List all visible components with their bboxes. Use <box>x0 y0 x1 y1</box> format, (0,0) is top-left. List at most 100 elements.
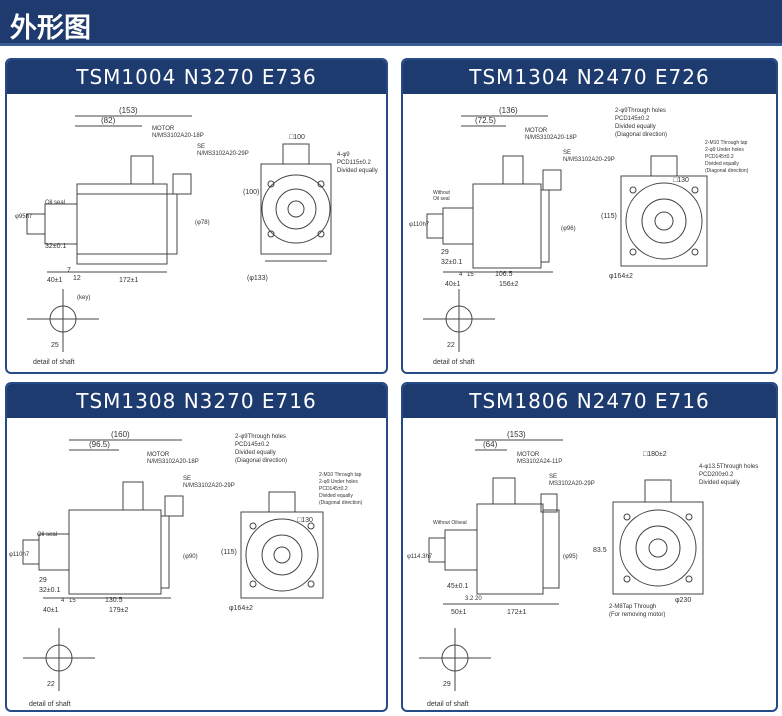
se-connector: MS3102A20-29P <box>549 481 595 487</box>
dim-flange: 7 <box>67 267 71 274</box>
motor-connector: N/MS3102A20-18P <box>147 459 199 465</box>
motor-drawing-tsm1308: (160) (96.5) MOTOR N/MS3102A20-18P SE N/… <box>9 430 363 708</box>
dim-length: 156±2 <box>499 281 519 288</box>
dim-holes: 4-φ13.5Through holes <box>699 464 758 470</box>
dim-overall: (153) <box>119 106 138 115</box>
dim-shaft-dia: φ95h7 <box>15 214 33 220</box>
dim-square: □100 <box>289 134 305 141</box>
panel-title: TSM1304 N2470 E726 <box>403 60 776 94</box>
dim-square: □130 <box>673 177 689 184</box>
dim-under: 2-φ9 Under holes <box>705 147 744 153</box>
dim-pcd: PCD145±0.2 <box>235 442 270 448</box>
panel-tsm1806: TSM1806 N2470 E716 (153) (64) MOTO <box>401 382 778 712</box>
dim-f2: 20 <box>475 596 482 602</box>
dim-overall: (160) <box>111 430 130 439</box>
dim-key-len: 45±0.1 <box>447 583 468 590</box>
dim-shaft-w: 22 <box>447 342 455 349</box>
drawing-area: (153) (82) MOTOR N/MS3102A20-18P SE N/MS… <box>7 94 386 372</box>
dim-holes: 2-φ9Through holes <box>235 434 286 440</box>
dim-f1: 4 <box>459 272 463 278</box>
dim-diagonal: (Diagonal direction) <box>235 458 287 464</box>
dim-tap: 2-M8Tap Through <box>609 604 656 610</box>
se-label: SE <box>183 476 191 482</box>
se-label: SE <box>563 150 571 156</box>
detail-of-shaft: detail of shaft <box>427 701 469 708</box>
dim-pcd: PCD145±0.2 <box>615 116 650 122</box>
dim-under: 2-φ9 Under holes <box>319 479 358 485</box>
dim-divided2: Divided equally <box>319 493 353 499</box>
dim-shaft-w: 22 <box>47 681 55 688</box>
dim-shaft-dia: φ110h7 <box>409 222 430 228</box>
dim-shaft-len: 50±1 <box>451 609 467 616</box>
dim-shaft-dia: φ110h7 <box>9 552 30 558</box>
without-label: Without <box>433 190 451 196</box>
dim-pcd: PCD115±0.2 <box>337 160 372 166</box>
dim-height: (115) <box>601 213 617 220</box>
dim-body-len: 106.5 <box>495 271 513 278</box>
se-connector: N/MS3102A20-29P <box>183 483 235 489</box>
motor-label: MOTOR <box>152 126 175 132</box>
dim-diagonal: (Diagonal direction) <box>615 132 667 138</box>
dim-divided: Divided equally <box>235 450 276 456</box>
dim-right: (φ78) <box>195 220 210 226</box>
drawing-area: (136) (72.5) MOTOR N/MS3102A20-18P SE N/… <box>403 94 776 372</box>
detail-of-shaft: detail of shaft <box>33 359 75 366</box>
dim-height: (100) <box>243 189 259 196</box>
dim-square: □180±2 <box>643 451 667 458</box>
dim-length: 179±2 <box>109 607 129 614</box>
dim-key: 29 <box>441 249 449 256</box>
dim-f1: 3.2 <box>465 596 474 602</box>
dim-shaft-len: 40±1 <box>445 281 461 288</box>
detail-of-shaft: detail of shaft <box>29 701 71 708</box>
dim-removing: (For removing motor) <box>609 612 665 618</box>
dim-shaft-len: 40±1 <box>47 277 63 284</box>
oil-seal: Oil seal <box>37 532 57 538</box>
panel-tsm1004: TSM1004 N3270 E736 (153) <box>5 58 388 374</box>
dim-f2: 15 <box>467 272 474 278</box>
dim-body: (96.5) <box>89 440 110 449</box>
panel-title: TSM1308 N3270 E716 <box>7 384 386 418</box>
dim-body: (72.5) <box>475 116 496 125</box>
oil-seal: Oil seal <box>433 196 450 202</box>
dim-diag: φ164±2 <box>229 605 253 612</box>
dim-tap: 2-M10 Through tap <box>705 140 748 146</box>
dim-diag: φ230 <box>675 597 691 604</box>
se-label: SE <box>197 144 205 150</box>
dim-length: 172±1 <box>119 277 139 284</box>
dim-diag: (φ133) <box>247 275 268 282</box>
dim-divided2: Divided equally <box>705 161 739 167</box>
dim-pcd2: PCD145±0.2 <box>705 154 734 160</box>
motor-label: MOTOR <box>525 128 548 134</box>
dim-pcd2: PCD145±0.2 <box>319 486 348 492</box>
se-label: SE <box>549 474 557 480</box>
dim-key: 29 <box>39 577 47 584</box>
dim-square: □130 <box>297 517 313 524</box>
dim-body: (64) <box>483 440 498 449</box>
dim-key-len: 32±0.1 <box>39 587 60 594</box>
drawing-area: (153) (64) MOTOR MS3102A24-11P SE MS3102… <box>403 418 776 710</box>
motor-drawing-tsm1304: (136) (72.5) MOTOR N/MS3102A20-18P SE N/… <box>409 106 749 366</box>
panel-tsm1304: TSM1304 N2470 E726 (136) (72.5) MO <box>401 58 778 374</box>
dim-shaft-w: 29 <box>443 681 451 688</box>
without-oilseal: Without Oilseal <box>433 520 467 526</box>
detail-of-shaft: detail of shaft <box>433 359 475 366</box>
dim-shaft-dia: φ114.3h7 <box>407 554 433 560</box>
dim-right: (φ96) <box>561 226 576 232</box>
dim-right: (φ90) <box>183 554 198 560</box>
dim-length: 172±1 <box>507 609 527 616</box>
dim-key-h: (key) <box>77 295 90 301</box>
motor-connector: N/MS3102A20-18P <box>152 133 204 139</box>
dim-divided: Divided equally <box>699 480 740 486</box>
dim-flange2: 12 <box>73 275 81 282</box>
dim-diagonal2: (Diagonal direction) <box>319 500 363 506</box>
dim-shaft-w: 25 <box>51 342 59 349</box>
motor-label: MOTOR <box>517 452 540 458</box>
dim-f1: 4 <box>61 598 65 604</box>
dim-holes: 2-φ9Through holes <box>615 108 666 114</box>
page-header: 外形图 <box>0 0 782 46</box>
dim-overall: (136) <box>499 106 518 115</box>
dim-key-len: 32±0.1 <box>441 259 462 266</box>
dim-height: 83.5 <box>593 547 607 554</box>
se-connector: N/MS3102A20-29P <box>197 151 249 157</box>
motor-connector: MS3102A24-11P <box>517 459 562 465</box>
